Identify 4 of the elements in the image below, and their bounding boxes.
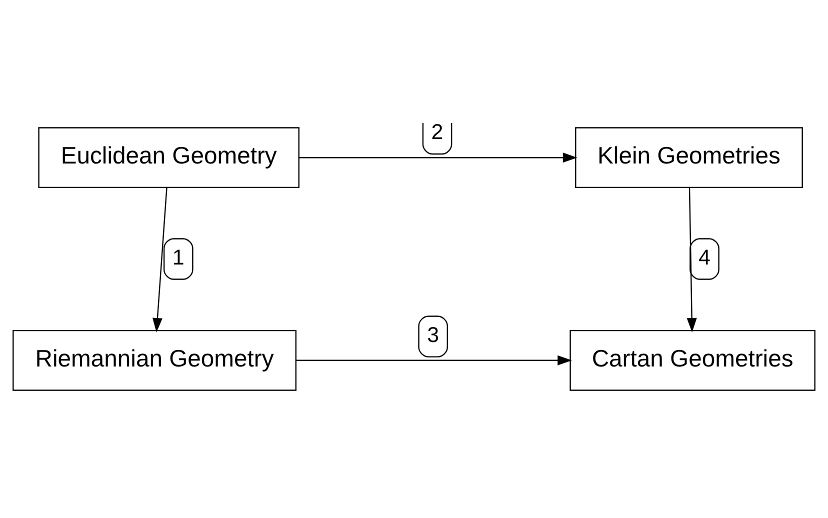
edge-label: 4	[698, 245, 710, 270]
edge-label: 1	[172, 245, 184, 270]
edge-label: 3	[427, 322, 440, 347]
edge-label: 2	[431, 120, 444, 144]
